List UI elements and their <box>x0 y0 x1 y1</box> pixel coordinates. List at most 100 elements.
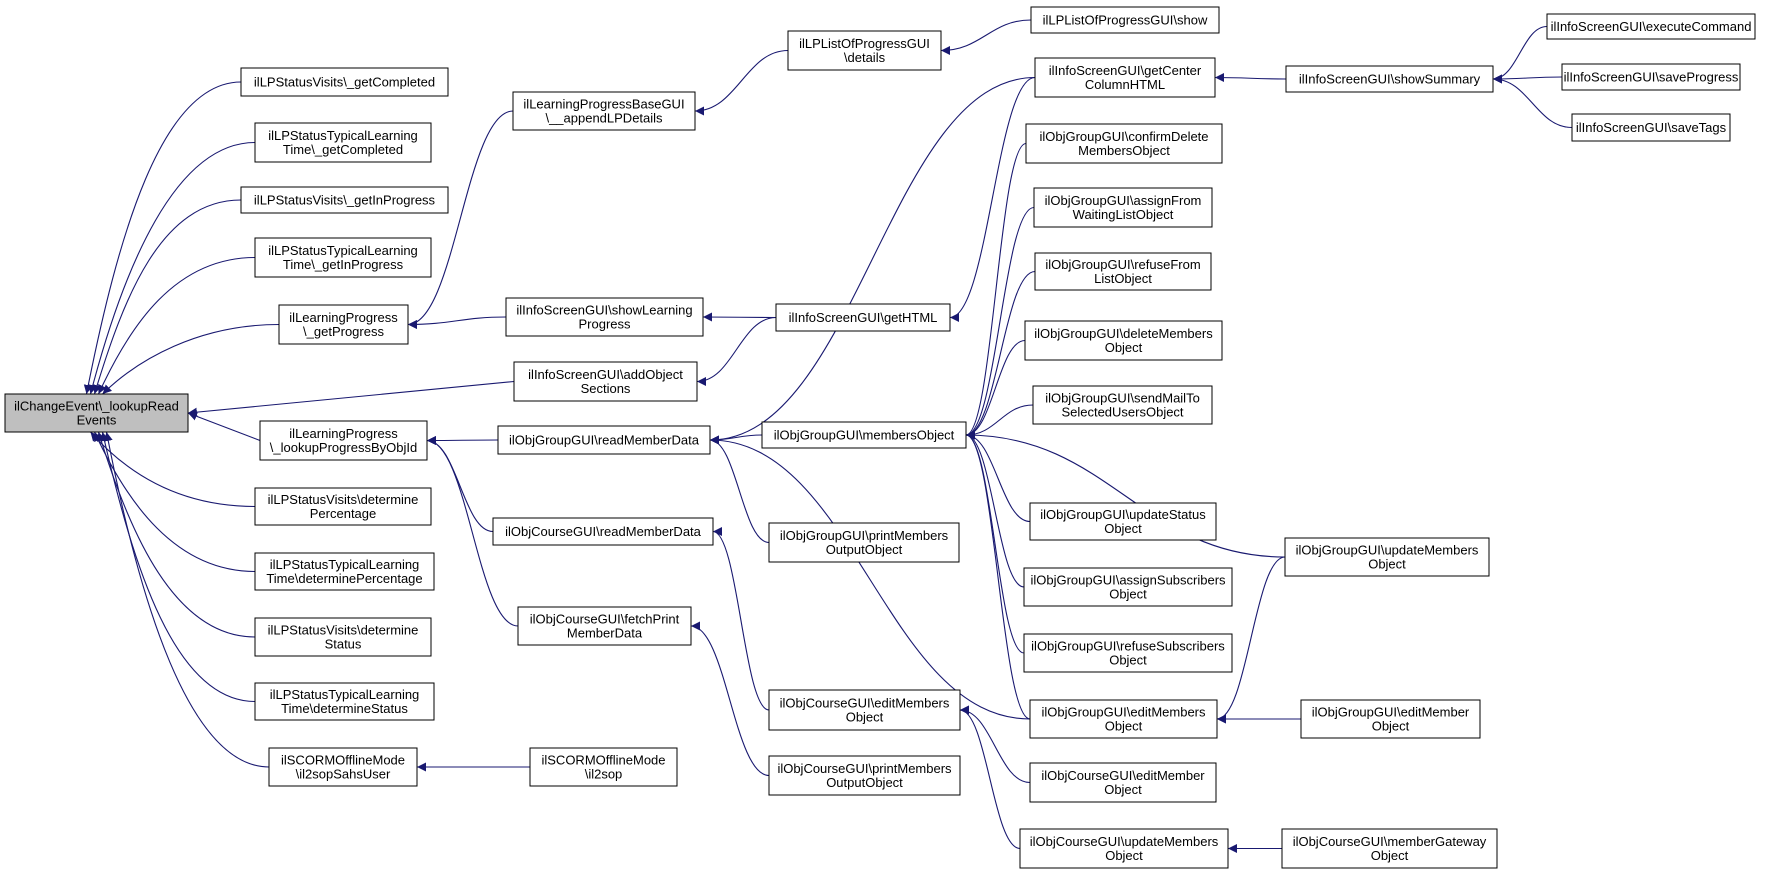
edge-s1-to-r1 <box>1492 25 1548 84</box>
node-box <box>497 425 711 455</box>
edge-n4-to-root <box>98 256 256 395</box>
node-m3[interactable]: ilObjGroupGUI\readMemberData <box>497 425 711 455</box>
node-label: \il2sop <box>585 767 623 782</box>
edge-m4-to-n7 <box>426 436 494 533</box>
node-n7[interactable]: ilLearningProgress\_lookupProgressByObjI… <box>259 420 428 461</box>
node-label: \il2sopSahsUser <box>296 767 391 782</box>
edge-r1-to-q2 <box>1214 73 1287 83</box>
edge-q6-to-p3 <box>965 339 1026 440</box>
edge-q11-to-p3 <box>965 430 1031 720</box>
node-box <box>254 682 435 721</box>
node-box <box>1034 252 1212 291</box>
node-n1[interactable]: ilLPStatusVisits\_getCompleted <box>240 67 449 97</box>
edge-q1-to-p1 <box>940 19 1032 55</box>
node-box <box>768 689 961 731</box>
node-box <box>1033 187 1213 228</box>
edge-m5-to-n7 <box>426 436 519 627</box>
node-label: SelectedUsersObject <box>1061 405 1183 420</box>
edge-n9-to-root <box>94 431 256 573</box>
node-r1[interactable]: ilInfoScreenGUI\showSummary <box>1285 65 1494 93</box>
node-q4[interactable]: ilObjGroupGUI\assignFromWaitingListObjec… <box>1033 187 1213 228</box>
node-box <box>1019 828 1229 869</box>
edge-p1-to-m1 <box>694 49 789 116</box>
node-label: Time\_getCompleted <box>283 142 403 157</box>
node-box <box>268 747 418 787</box>
node-label: Status <box>325 637 362 652</box>
edge-q2-to-m3 <box>709 76 1036 445</box>
node-label: ilObjGroupGUI\confirmDelete <box>1039 129 1208 144</box>
edge-q12-to-p5 <box>959 705 1031 784</box>
node-m6[interactable]: ilSCORMOfflineMode\il2sop <box>529 747 678 787</box>
node-label: ilObjGroupGUI\refuseFrom <box>1045 257 1200 272</box>
node-box <box>517 606 692 646</box>
node-n3[interactable]: ilLPStatusVisits\_getInProgress <box>240 186 449 214</box>
node-box <box>513 361 698 402</box>
edge-n6-to-root <box>187 380 515 417</box>
node-box <box>254 122 432 163</box>
node-label: ilObjGroupGUI\assignSubscribers <box>1030 573 1226 588</box>
node-label: Percentage <box>310 506 377 521</box>
node-n9[interactable]: ilLPStatusTypicalLearningTime\determineP… <box>254 552 435 591</box>
edge-q13-to-p5 <box>959 705 1021 850</box>
node-n2[interactable]: ilLPStatusTypicalLearningTime\_getComple… <box>254 122 432 163</box>
node-label: Object <box>1105 340 1143 355</box>
node-q1[interactable]: ilLPListOfProgressGUI\show <box>1030 6 1220 34</box>
node-s3[interactable]: ilInfoScreenGUI\saveTags <box>1571 113 1731 142</box>
node-label: ilObjGroupGUI\deleteMembers <box>1034 326 1213 341</box>
node-box <box>1023 633 1233 673</box>
node-m4[interactable]: ilObjCourseGUI\readMemberData <box>492 517 714 546</box>
node-n4[interactable]: ilLPStatusTypicalLearningTime\_getInProg… <box>254 237 432 278</box>
node-p3[interactable]: ilObjGroupGUI\membersObject <box>761 421 967 449</box>
node-label: ilObjGroupGUI\updateMembers <box>1296 543 1479 558</box>
node-label: WaitingListObject <box>1073 207 1174 222</box>
node-n12[interactable]: ilSCORMOfflineMode\il2sopSahsUser <box>268 747 418 787</box>
edge-n12-to-root <box>103 431 270 768</box>
node-p2[interactable]: ilInfoScreenGUI\getHTML <box>775 303 951 332</box>
node-box <box>505 297 704 337</box>
node-label: ilLearningProgress <box>289 426 398 441</box>
node-label: ColumnHTML <box>1085 77 1165 92</box>
node-box <box>1030 6 1220 34</box>
node-s1[interactable]: ilInfoScreenGUI\executeCommand <box>1546 13 1756 40</box>
node-label: ilObjCourseGUI\memberGateway <box>1293 834 1487 849</box>
node-n5[interactable]: ilLearningProgress\_getProgress <box>278 304 409 345</box>
node-box <box>240 186 449 214</box>
edge-q11-to-m3 <box>709 435 1031 720</box>
node-n8[interactable]: ilLPStatusVisits\determinePercentage <box>254 487 432 526</box>
node-m1[interactable]: ilLearningProgressBaseGUI\__appendLPDeta… <box>512 91 696 131</box>
edge-n11-to-root <box>100 431 256 703</box>
node-p1[interactable]: ilLPListOfProgressGUI\details <box>787 30 942 71</box>
node-box <box>254 487 432 526</box>
node-n10[interactable]: ilLPStatusVisits\determineStatus <box>254 617 432 657</box>
edge-r2-to-q11 <box>1216 556 1286 724</box>
edge-q10-to-p3 <box>965 430 1025 654</box>
node-n11[interactable]: ilLPStatusTypicalLearningTime\determineS… <box>254 682 435 721</box>
node-label: MembersObject <box>1078 143 1170 158</box>
node-s2[interactable]: ilInfoScreenGUI\saveProgress <box>1561 63 1741 91</box>
node-label: Time\_getInProgress <box>283 257 404 272</box>
edge-n1-to-root <box>83 81 242 395</box>
node-q7[interactable]: ilObjGroupGUI\sendMailToSelectedUsersObj… <box>1032 385 1213 425</box>
node-label: ilChangeEvent\_lookupRead <box>14 399 179 414</box>
